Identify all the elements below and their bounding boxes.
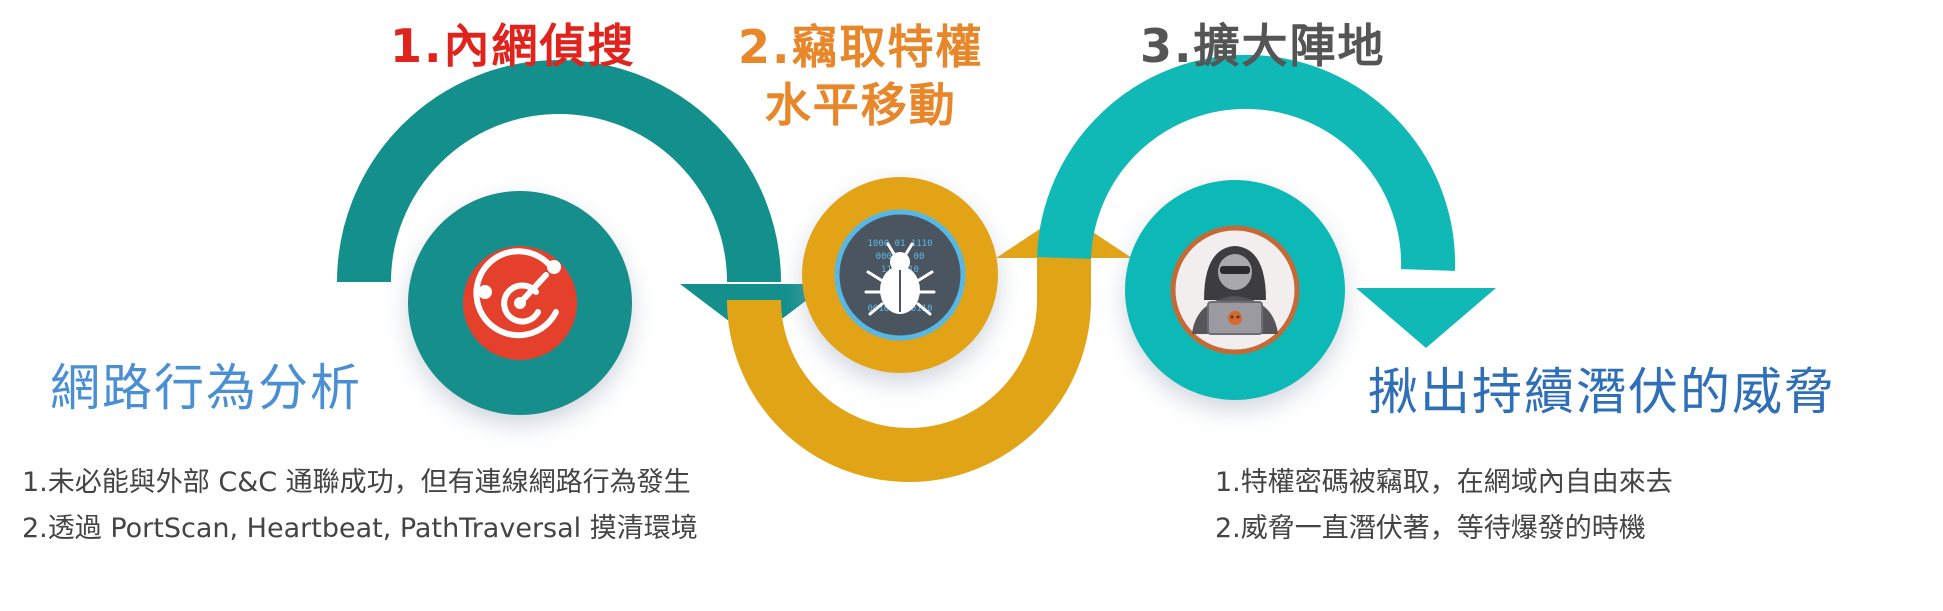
stage-3-node xyxy=(1125,180,1345,400)
left-note-2: 2.透過 PortScan, Heartbeat, PathTraversal … xyxy=(22,513,698,544)
stage-2-title: 2.竊取特權 水平移動 xyxy=(738,18,983,134)
persistent-threat-heading: 揪出持續潛伏的威脅 xyxy=(1368,363,1836,421)
network-behavior-heading: 網路行為分析 xyxy=(50,359,362,417)
stage-1-node xyxy=(408,191,632,415)
radar-icon xyxy=(473,248,561,339)
right-note-1: 1.特權密碼被竊取，在網域內自由來去 xyxy=(1215,467,1673,498)
stage-3-title: 3.擴大陣地 xyxy=(1140,19,1386,73)
stage-1-title: 1.內網偵搜 xyxy=(390,19,636,73)
stage-2-title-line-1: 2.竊取特權 xyxy=(738,20,984,74)
right-notes: 1.特權密碼被竊取，在網域內自由來去 2.威脅一直潛伏著，等待爆發的時機 xyxy=(1215,460,1673,552)
stage-2-title-line-2: 水平移動 xyxy=(764,78,957,132)
left-note-1: 1.未必能與外部 C&C 通聯成功，但有連線網路行為發生 xyxy=(22,467,691,498)
stage-3-arrow xyxy=(1037,54,1496,348)
right-note-2: 2.威脅一直潛伏著，等待爆發的時機 xyxy=(1215,513,1646,544)
left-notes: 1.未必能與外部 C&C 通聯成功，但有連線網路行為發生 2.透過 PortSc… xyxy=(22,460,698,552)
bug-icon xyxy=(864,242,936,316)
binary-digit-row: 1000 01 1110 xyxy=(867,239,932,249)
hacker-icon xyxy=(1192,246,1278,335)
